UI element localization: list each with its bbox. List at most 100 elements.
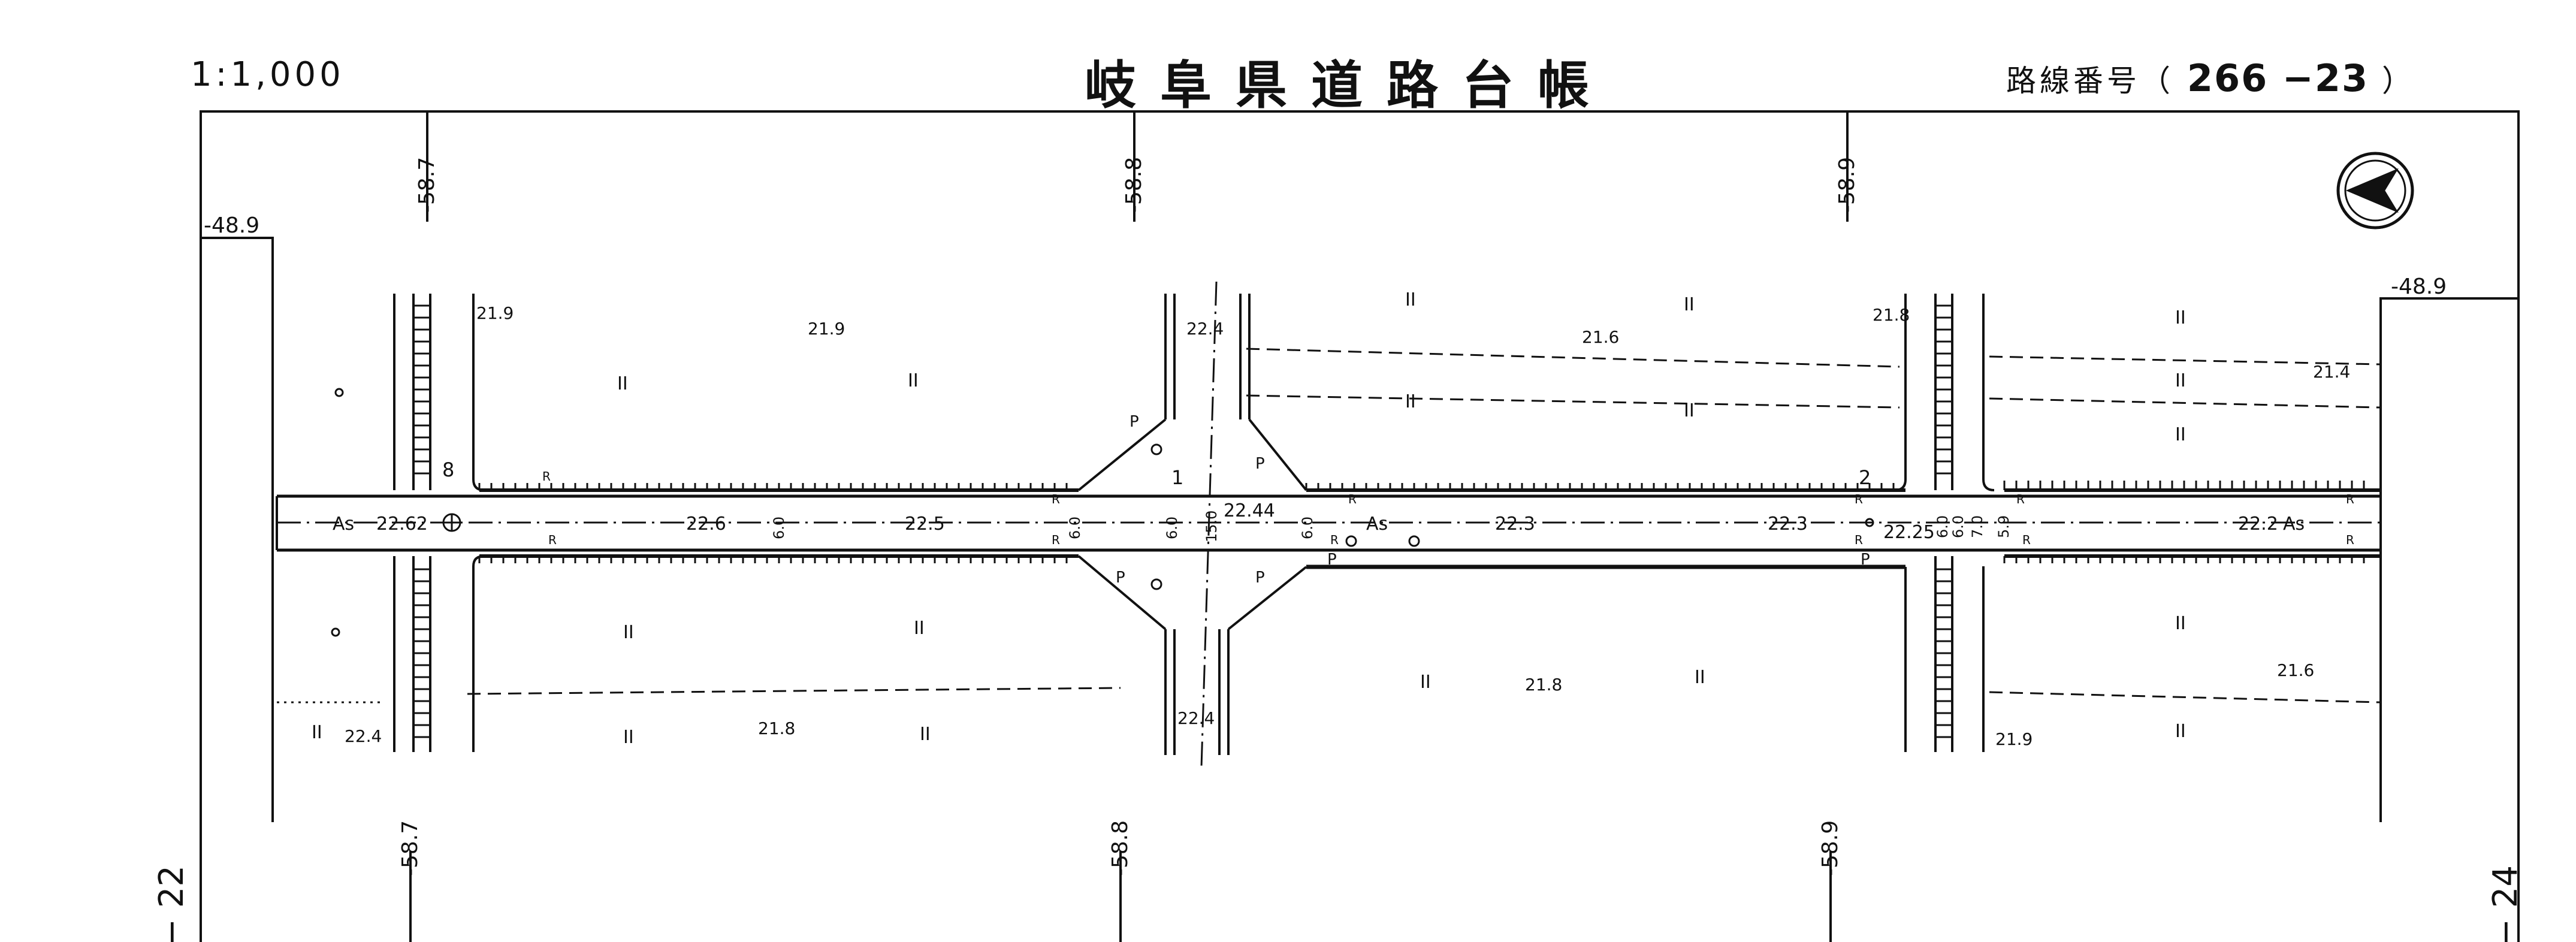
elevation-1: 21.9: [476, 303, 514, 323]
route-number-value: 266 −23: [2187, 56, 2369, 100]
r-mark: R: [1052, 492, 1060, 506]
field-mark: II: [312, 722, 322, 743]
grid-x-label-top-1: -58.7: [415, 157, 439, 213]
field-mark: II: [1405, 289, 1416, 310]
grid-x-label-bottom-1: -58.7: [398, 820, 422, 876]
r-mark: R: [1855, 492, 1863, 506]
route-number: 路線番号（ 266 −23 ）: [2006, 56, 2415, 100]
elevation-6: 21.4: [2313, 362, 2350, 382]
elevation-10: 21.8: [1525, 675, 1562, 695]
grid-x-label-bottom-2: -58.8: [1108, 820, 1133, 876]
p-mark: P: [1255, 455, 1265, 473]
center-elev-6: 22.3: [1768, 514, 1808, 535]
p-mark: P: [1861, 551, 1870, 569]
survey-point-icon: [1865, 518, 1874, 527]
width-9: 7.0: [1969, 515, 1986, 538]
digit-1: 1: [1171, 466, 1183, 489]
north-arrow-icon: [2336, 152, 2414, 230]
pavement-as-3: As: [2283, 514, 2305, 535]
digit-8: 8: [442, 458, 454, 481]
pole-icon: [1345, 535, 1357, 547]
field-mark: II: [1405, 391, 1416, 412]
pavement-as-1: As: [333, 514, 354, 535]
field-mark: II: [908, 370, 919, 391]
field-mark: II: [2175, 370, 2186, 391]
pole-icon: [1408, 535, 1420, 547]
elevation-8: 21.8: [758, 718, 795, 738]
width-4: 6.0: [1164, 517, 1180, 539]
map-frame: [200, 110, 2520, 942]
r-mark: R: [1855, 533, 1863, 547]
width-3: 15.0: [1203, 511, 1220, 542]
p-mark: P: [1116, 569, 1125, 587]
intersection: [1077, 281, 1307, 768]
elevation-3: 22.4: [1186, 319, 1224, 339]
digit-2: 2: [1859, 466, 1871, 489]
center-elev-3: 22.5: [905, 514, 945, 535]
field-mark: II: [1684, 400, 1695, 421]
r-mark: R: [1052, 533, 1060, 547]
grid-x-label-top-2: -58.8: [1122, 157, 1146, 213]
sheet-next: − 24: [2486, 865, 2525, 942]
field-mark: II: [617, 373, 628, 394]
grid-y-label-left: -48.9: [204, 213, 259, 238]
elevation-9: 22.4: [1177, 708, 1215, 728]
r-mark: R: [2022, 533, 2031, 547]
width-1: 6.0: [771, 517, 787, 539]
elevation-5: 21.8: [1873, 305, 1910, 325]
width-5: 6.0: [1299, 517, 1316, 539]
field-mark: II: [2175, 424, 2186, 445]
p-mark: P: [1327, 551, 1337, 569]
field-mark: II: [623, 622, 634, 643]
side-road-left: [393, 294, 485, 752]
route-close-paren: ）: [2382, 64, 2416, 98]
map-scale: 1:1,000: [191, 55, 345, 94]
center-elev-1: 22.62: [376, 514, 428, 535]
elevation-12: 21.9: [1995, 729, 2033, 749]
side-road-right: [1894, 294, 1995, 752]
field-mark: II: [1695, 667, 1705, 688]
field-mark: II: [623, 727, 634, 748]
pavement-as-2: As: [1366, 514, 1388, 535]
width-2: 6.0: [1067, 517, 1083, 539]
sheet-prev: − 22: [152, 865, 191, 942]
parcel-boundaries: [277, 348, 2381, 704]
grid-x-label-bottom-3: -58.9: [1818, 820, 1843, 876]
r-mark: R: [542, 469, 551, 484]
r-mark: R: [2346, 533, 2354, 547]
center-elev-7: 22.25: [1883, 522, 1935, 543]
field-mark: II: [914, 618, 925, 639]
elevation-4: 21.6: [1582, 327, 1619, 347]
marker-icon: [334, 388, 344, 397]
elevation-7: 22.4: [345, 726, 382, 746]
r-mark: R: [1348, 492, 1357, 506]
field-mark: II: [2175, 613, 2186, 634]
r-mark: R: [2346, 492, 2354, 506]
field-mark: II: [1420, 672, 1431, 693]
marker-icon: [331, 627, 340, 637]
center-elev-5: 22.3: [1495, 514, 1535, 535]
pole-icon: [1150, 578, 1162, 590]
elevation-11: 21.6: [2277, 660, 2314, 680]
grid-y-label-right: -48.9: [2391, 274, 2447, 299]
elevation-2: 21.9: [808, 319, 845, 339]
p-mark: P: [1130, 413, 1139, 431]
width-8: 5.9: [1995, 515, 2012, 538]
r-mark: R: [548, 533, 557, 547]
p-mark: P: [1255, 569, 1265, 587]
width-6: 6.0: [1934, 515, 1951, 538]
width-7: 6.0: [1950, 515, 1967, 538]
r-mark: R: [1330, 533, 1339, 547]
center-elev-2: 22.6: [686, 514, 726, 535]
field-mark: II: [2175, 721, 2186, 742]
grid-x-label-top-3: -58.9: [1835, 157, 1859, 213]
pole-icon: [1150, 443, 1162, 455]
field-mark: II: [2175, 307, 2186, 328]
field-mark: II: [920, 724, 931, 745]
route-label: 路線番号（: [2006, 64, 2174, 98]
center-elev-4: 22.44: [1224, 500, 1275, 521]
center-elev-8: 22.2: [2238, 514, 2278, 535]
field-mark: II: [1684, 294, 1695, 315]
r-mark: R: [2016, 492, 2025, 506]
